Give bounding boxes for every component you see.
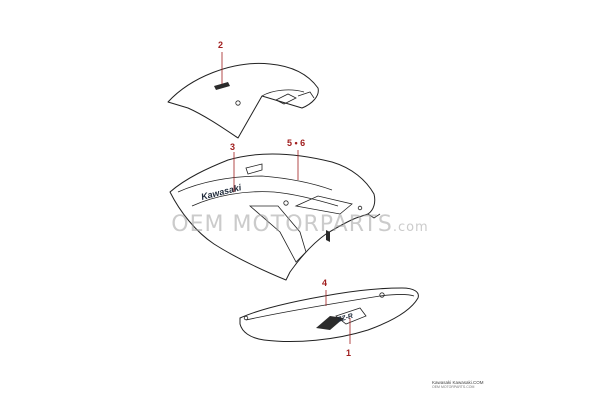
callout-2[interactable]: 2 xyxy=(218,40,223,50)
decal-model-text: ZZ-R xyxy=(336,313,354,324)
callout-4[interactable]: 4 xyxy=(322,278,327,288)
diagram-footer: Kawasaki Kawasaki.COM OEM MOTORPARTS.COM xyxy=(432,380,582,389)
footer-line-1: Kawasaki Kawasaki.COM xyxy=(432,380,484,385)
callout-3[interactable]: 3 xyxy=(230,142,235,152)
watermark: OEM MOTORPARTS.com xyxy=(150,212,450,237)
callout-1[interactable]: 1 xyxy=(346,348,351,358)
callout-5-6[interactable]: 5 • 6 xyxy=(287,138,305,148)
watermark-main: OEM MOTORPARTS xyxy=(171,212,393,237)
footer-line-2: OEM MOTORPARTS.COM xyxy=(432,385,475,389)
part-side-fairing[interactable] xyxy=(169,153,381,281)
part-lower-cowl[interactable] xyxy=(239,287,419,343)
watermark-suffix: .com xyxy=(392,220,429,235)
part-upper-cowl[interactable] xyxy=(167,62,319,139)
